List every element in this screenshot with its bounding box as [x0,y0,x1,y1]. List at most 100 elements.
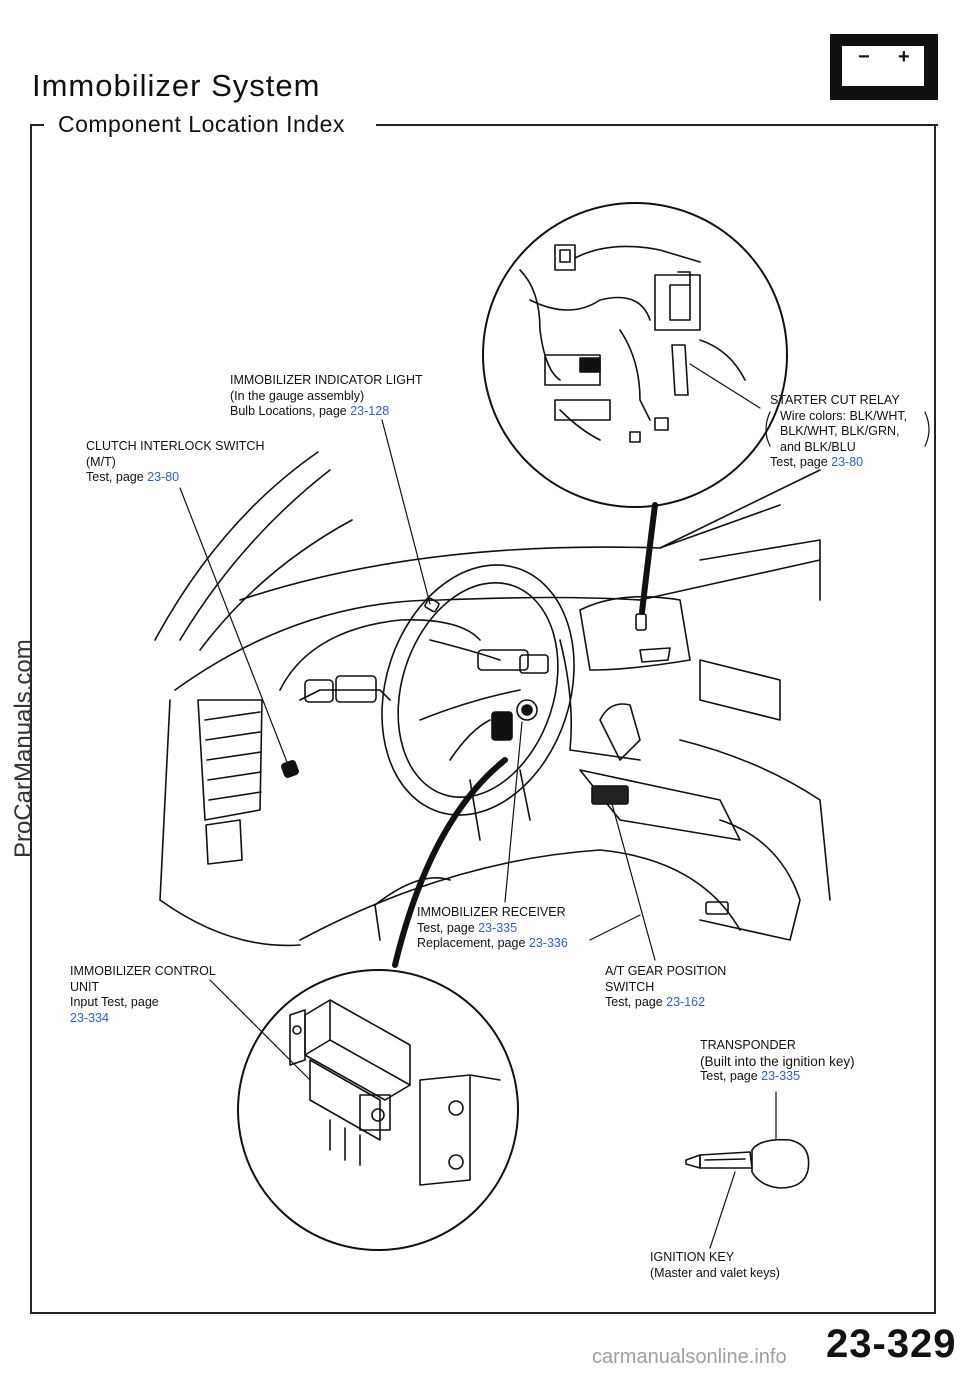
label-receiver-line2: Test, page [417,920,479,935]
seat-latch [705,901,729,915]
leader-clutch [179,487,288,763]
windshield-edge [199,519,353,651]
label-gear-line3: Test, page [605,995,667,1009]
glove-box-handle [639,647,671,663]
label-control-line1: IMMOBILIZER CONTROL [70,964,216,978]
label-relay-line4: and BLK/BLU [780,439,856,454]
bracket-left [765,411,771,447]
label-ignition-key: IGNITION KEY (Master and valet keys) [650,1250,780,1281]
control-unit-detail-circle [237,969,519,1251]
label-transponder-line3: Test, page [700,1069,762,1083]
ignition-key-drawing [685,1138,810,1189]
label-relay-line2: Wire colors: BLK/WHT, [780,408,908,423]
relay-detail-drawing [519,244,746,443]
label-relay-line5: Test, page [770,455,832,469]
control-unit-detail-drawing [289,999,501,1186]
battery-body: − + [842,46,924,86]
ignition-core [521,704,533,716]
label-receiver-line1: IMMOBILIZER RECEIVER [417,905,566,919]
left-switch-panel [205,819,243,865]
label-key-line2: (Master and valet keys) [650,1265,780,1280]
leader-control-unit [209,979,311,1081]
content-frame [30,124,936,1314]
leader-indicator [381,419,431,605]
left-stalk-switch [335,675,377,703]
control-unit-pointer-thick [392,757,508,968]
label-transponder-line1: TRANSPONDER [700,1038,796,1052]
cluster-hood [279,619,481,691]
label-clutch-line3: Test, page [86,470,148,484]
left-door-line [159,699,301,947]
bracket-right [924,411,930,447]
steering-spokes [419,639,521,761]
label-control-line2: UNIT [70,979,100,994]
immobilizer-receiver-body [491,711,513,741]
link-relay-23-80[interactable]: 23-80 [831,455,864,469]
label-transponder-line2: (Built into the ignition key) [700,1053,855,1069]
center-stack [559,639,641,761]
label-gear-switch: A/T GEAR POSITION SWITCH Test, page 23-1… [605,964,726,1011]
page-number: 23-329 [826,1322,957,1366]
cluster-lower [299,689,391,701]
shift-knob [599,703,641,761]
leader-relay [689,363,761,409]
label-control-unit: IMMOBILIZER CONTROL UNIT Input Test, pag… [70,964,216,1026]
label-transponder: TRANSPONDER (Built into the ignition key… [700,1038,855,1085]
bottom-watermark: carmanualsonline.info [592,1346,787,1368]
battery-icon: − + [830,34,938,100]
console-tray [579,769,741,841]
link-clutch-23-80[interactable]: 23-80 [147,470,180,484]
a-pillar-outer [154,451,319,641]
steering-wheel-inner [397,581,559,799]
floor-tunnel [374,877,451,941]
label-gear-line2: SWITCH [605,979,655,994]
dash-right-top [659,469,821,549]
label-relay-line3: BLK/WHT, BLK/GRN, [780,424,900,438]
battery-negative-sign: − [858,46,870,68]
passenger-seat [699,819,801,941]
label-relay-line1: STARTER CUT RELAY [770,393,900,407]
starter-relay-location [635,613,647,631]
right-stalk [477,649,529,671]
relay-detail-circle [482,202,788,508]
ignition-ring [516,699,538,721]
link-23-335-transponder[interactable]: 23-335 [761,1069,801,1083]
steering-wheel-outer [381,564,575,816]
leader-receiver-tail [589,914,641,941]
label-clutch-line2: (M/T) [86,454,116,469]
right-vent [699,659,781,721]
dash-face [174,559,821,691]
frame-top-right [376,124,938,126]
label-receiver-line3: Replacement, page [417,936,529,950]
link-23-336[interactable]: 23-336 [528,936,568,950]
label-starter-relay: STARTER CUT RELAY Wire colors: BLK/WHT, … [770,393,907,471]
indicator-light [424,597,440,613]
link-23-334[interactable]: 23-334 [70,1010,109,1025]
right-dash-panel [699,539,821,601]
label-clutch-line1: CLUTCH INTERLOCK SWITCH [86,439,265,453]
label-control-line3: Input Test, page [70,995,159,1009]
link-23-128[interactable]: 23-128 [350,404,390,418]
link-23-162[interactable]: 23-162 [666,995,706,1009]
label-indicator-line3: Bulb Locations, page [230,404,351,418]
left-stalk [304,679,334,703]
floor-line [299,849,741,941]
label-key-line1: IGNITION KEY [650,1250,735,1264]
side-watermark: ProCarManuals.com [10,639,37,858]
dash-top [239,504,781,601]
label-clutch-switch: CLUTCH INTERLOCK SWITCH (M/T) Test, page… [86,439,264,486]
page-title: Immobilizer System [32,68,321,103]
label-indicator-light: IMMOBILIZER INDICATOR LIGHT (In the gaug… [230,373,423,420]
battery-positive-sign: + [898,46,910,68]
relay-pointer-thick [639,502,658,615]
link-23-335-receiver[interactable]: 23-335 [478,920,518,935]
section-subtitle: Component Location Index [58,111,345,137]
leader-receiver [504,721,523,903]
left-vent [197,699,263,821]
frame-top-left [30,124,44,126]
leader-gear [611,803,656,961]
a-pillar-inner [179,469,331,641]
label-indicator-line1: IMMOBILIZER INDICATOR LIGHT [230,373,423,387]
label-indicator-line2: (In the gauge assembly) [230,388,365,403]
